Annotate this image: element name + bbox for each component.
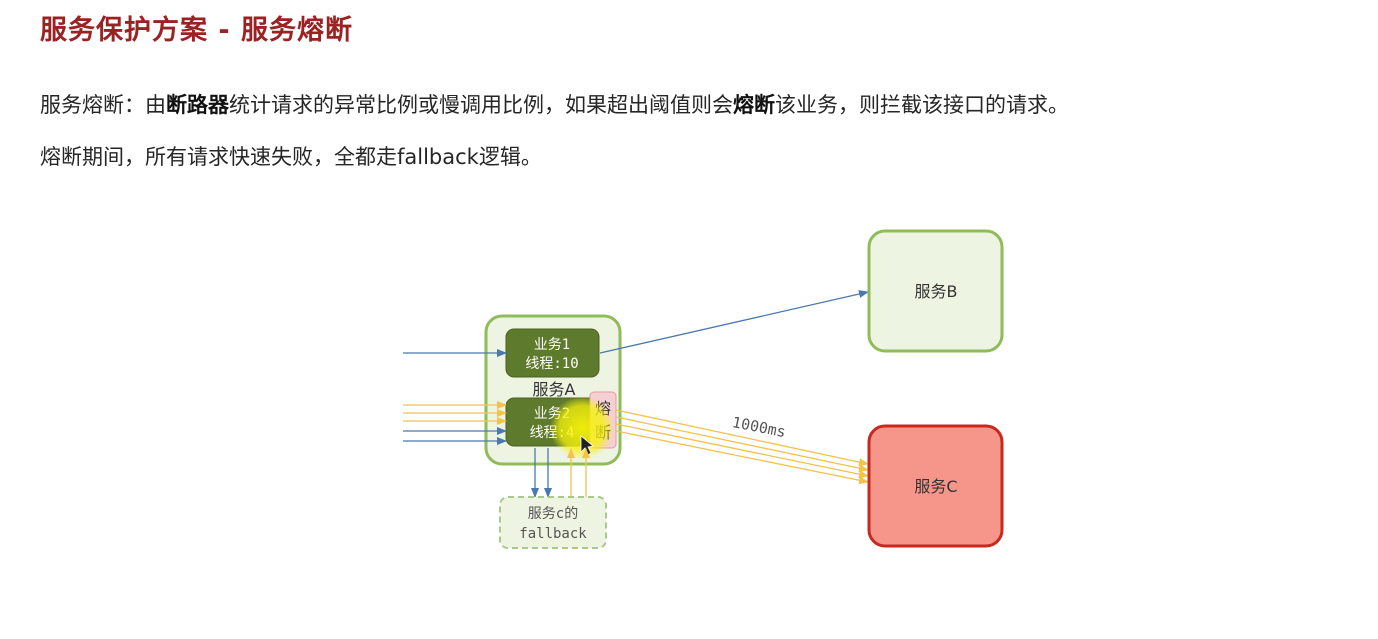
bold-term-break: 熔断 <box>733 93 775 117</box>
business1-name: 业务1 <box>534 337 570 353</box>
fallback-line-2: fallback <box>519 526 587 542</box>
service-c-box <box>867 424 1004 548</box>
circuit-breaker-definition: 服务熔断：由断路器统计请求的异常比例或慢调用比例，如果超出阈值则会熔断该业务，则… <box>40 89 1069 119</box>
bold-term-circuit-breaker: 断路器 <box>166 93 229 117</box>
breaker-period-description: 熔断期间，所有请求快速失败，全都走fallback逻辑。 <box>40 145 542 169</box>
service-b-label: 服务B <box>915 282 958 301</box>
service-c-fallback-box <box>499 496 607 549</box>
page-title: 服务保护方案 - 服务熔断 <box>40 15 354 46</box>
text-segment: 统计请求的异常比例或慢调用比例，如果超出阈值则会 <box>229 93 733 117</box>
call-arrow-to-service-b <box>599 290 869 354</box>
fallback-line-1: 服务c的 <box>528 506 578 522</box>
service-c-label: 服务C <box>914 477 957 496</box>
text-segment: 服务熔断：由 <box>40 93 166 117</box>
call-arrow-to-service-c-4 <box>615 430 869 485</box>
business1-threads: 线程:10 <box>525 356 578 372</box>
cursor-highlight <box>550 396 614 460</box>
call-arrow-to-service-c-2 <box>615 416 869 473</box>
call-arrow-to-service-c-1 <box>615 409 869 467</box>
service-a-label: 服务A <box>533 380 576 399</box>
text-segment: 该业务，则拦截该接口的请求。 <box>775 93 1069 117</box>
call-arrow-to-service-c-3 <box>615 423 869 479</box>
service-b-box <box>867 229 1004 353</box>
